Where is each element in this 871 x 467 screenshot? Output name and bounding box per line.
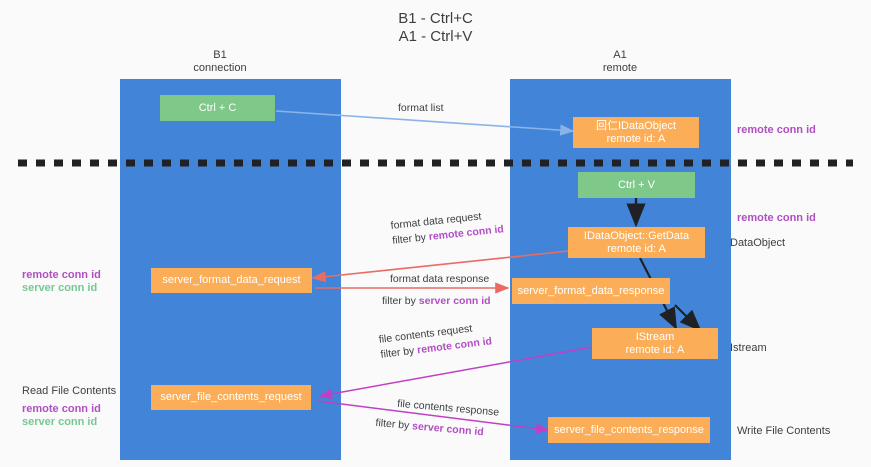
label-format-data-response: format data response filter by server co… bbox=[382, 272, 491, 309]
box-istream[interactable]: IStream remote id: A bbox=[592, 328, 718, 359]
box-getdata-line2: remote id: A bbox=[607, 242, 666, 255]
annotation-left-server-conn-id-mid: server conn id bbox=[22, 282, 98, 294]
lane-header-a1: A1 remote bbox=[540, 49, 700, 75]
arrow-file-contents-response bbox=[317, 400, 550, 434]
filter-prefix: filter by bbox=[382, 295, 419, 307]
box-idataobject-top-line1: 回仁IDataObject bbox=[595, 119, 677, 132]
annotation-left-remote-conn-id-mid: remote conn id bbox=[22, 269, 101, 281]
label-format-data-response-filter: filter by server conn id bbox=[382, 287, 491, 309]
box-server-file-contents-request[interactable]: server_file_contents_request bbox=[151, 385, 311, 410]
lane-a1-role: remote bbox=[602, 62, 638, 74]
annotation-left-remote-conn-id-bottom: remote conn id bbox=[22, 403, 101, 415]
box-istream-line2: remote id: A bbox=[625, 343, 685, 356]
box-idataobject-top[interactable]: 回仁IDataObject remote id: A bbox=[573, 117, 699, 148]
box-idataobject-getdata[interactable]: IDataObject::GetData remote id: A bbox=[568, 227, 705, 258]
annotation-left-read-file-contents: Read File Contents bbox=[22, 385, 117, 397]
page-title-line1: B1 - Ctrl+C bbox=[398, 10, 473, 27]
box-istream-line1: IStream bbox=[635, 330, 675, 343]
annotation-right-remote-conn-id-top: remote conn id bbox=[737, 124, 816, 136]
filter-prefix: filter by bbox=[391, 231, 430, 247]
annotation-right-istream: Istream bbox=[730, 342, 767, 354]
box-getdata-line1: IDataObject::GetData bbox=[583, 229, 690, 242]
lane-a1-name: A1 bbox=[613, 49, 627, 61]
arrow-format-data-request bbox=[311, 249, 579, 283]
lane-header-b1: B1 connection bbox=[140, 49, 300, 75]
annotation-left-server-conn-id-bottom: server conn id bbox=[22, 416, 98, 428]
annotation-right-write-file-contents: Write File Contents bbox=[737, 425, 831, 437]
label-format-list: format list bbox=[398, 102, 444, 114]
arrow-response-to-istream bbox=[674, 304, 702, 332]
filter-prefix: filter by bbox=[379, 344, 418, 361]
box-ctrl-c[interactable]: Ctrl + C bbox=[160, 95, 275, 121]
box-server-file-contents-response[interactable]: server_file_contents_response bbox=[548, 417, 710, 443]
filter-key-server-conn-id: server conn id bbox=[418, 295, 491, 307]
filter-prefix: filter by bbox=[375, 416, 413, 433]
arrow-file-contents-request bbox=[318, 346, 593, 400]
page-title-line2: A1 - Ctrl+V bbox=[398, 28, 473, 45]
lane-b1-name: B1 bbox=[213, 49, 227, 61]
annotation-right-remote-conn-id-mid: remote conn id bbox=[737, 212, 816, 224]
lane-b1-role: connection bbox=[193, 62, 247, 74]
annotation-right-dataobject: DataObject bbox=[730, 237, 786, 249]
box-server-format-data-request[interactable]: server_format_data_request bbox=[151, 268, 312, 293]
phase-divider bbox=[18, 159, 853, 167]
arrow-format-list bbox=[275, 110, 575, 136]
label-format-data-response-text: format data response bbox=[390, 273, 490, 285]
box-idataobject-top-line2: remote id: A bbox=[606, 132, 666, 145]
box-ctrl-v[interactable]: Ctrl + V bbox=[578, 172, 695, 198]
box-server-format-data-response[interactable]: server_format_data_response bbox=[512, 278, 670, 304]
